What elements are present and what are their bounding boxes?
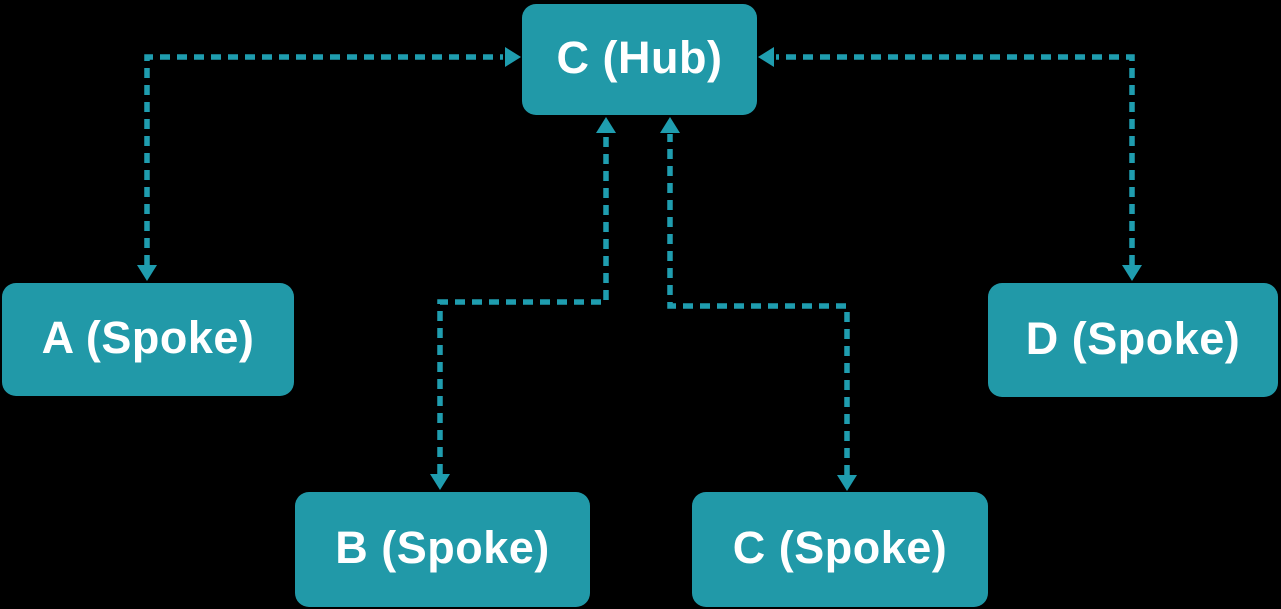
connector-c-hub: [660, 117, 857, 491]
node-d-spoke-label: D (Spoke): [1025, 312, 1241, 364]
arrowhead-into-hub-right: [758, 47, 774, 67]
arrowhead-into-d-spoke: [1122, 265, 1142, 281]
node-c-hub-label: C (Hub): [556, 32, 723, 83]
node-d-spoke: D (Spoke): [988, 283, 1278, 397]
node-b-spoke: B (Spoke): [295, 492, 590, 607]
connector-a-hub: [137, 47, 521, 281]
node-c-hub: C (Hub): [522, 4, 757, 115]
node-b-spoke-label: B (Spoke): [335, 522, 550, 573]
node-c-spoke: C (Spoke): [692, 492, 988, 607]
node-a-spoke: A (Spoke): [2, 283, 294, 396]
arrowhead-into-b-spoke: [430, 474, 450, 490]
node-c-spoke-label: C (Spoke): [732, 522, 948, 573]
arrowhead-into-hub-bottom-left: [596, 117, 616, 133]
connector-b-hub: [430, 117, 616, 490]
arrowhead-into-hub-bottom-right: [660, 117, 680, 133]
node-a-spoke-label: A (Spoke): [41, 312, 255, 363]
connector-d-hub: [758, 47, 1142, 281]
arrowhead-into-c-spoke: [837, 475, 857, 491]
arrowhead-into-a-spoke: [137, 265, 157, 281]
arrowhead-into-hub-left: [505, 47, 521, 67]
